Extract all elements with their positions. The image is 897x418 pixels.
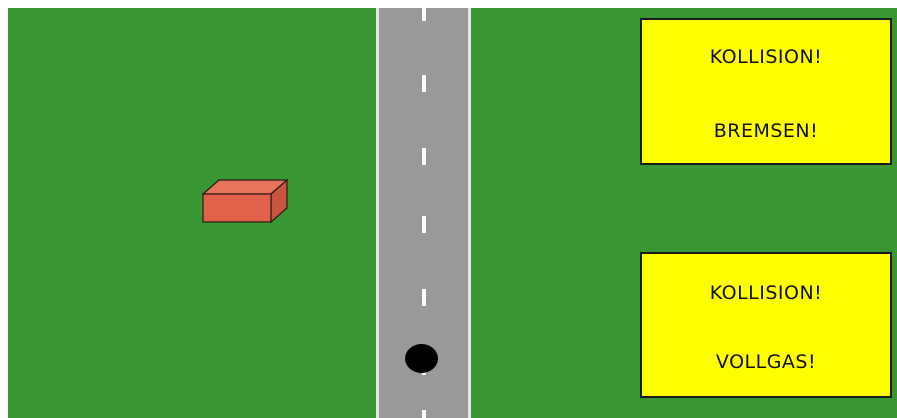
collision-full-throttle-button[interactable]: KOLLISION! VOLLGAS! (640, 252, 892, 398)
obstacle-box-icon (202, 178, 288, 224)
grass-left (8, 8, 376, 418)
ball-icon (405, 344, 438, 373)
collision-full-throttle-line2: VOLLGAS! (642, 351, 890, 373)
game-scene: KOLLISION! BREMSEN! KOLLISION! VOLLGAS! (8, 8, 897, 418)
collision-full-throttle-line1: KOLLISION! (642, 282, 890, 304)
lane-dash (422, 289, 426, 306)
obstacle-front-face (203, 194, 271, 222)
road-edge-right (468, 8, 471, 418)
collision-brake-button[interactable]: KOLLISION! BREMSEN! (640, 18, 892, 165)
collision-brake-line1: KOLLISION! (642, 46, 890, 68)
lane-dash (422, 8, 426, 21)
collision-brake-line2: BREMSEN! (642, 120, 890, 142)
lane-dash (422, 75, 426, 92)
lane-dash (422, 216, 426, 233)
lane-dash (422, 410, 426, 418)
lane-dash (422, 148, 426, 165)
